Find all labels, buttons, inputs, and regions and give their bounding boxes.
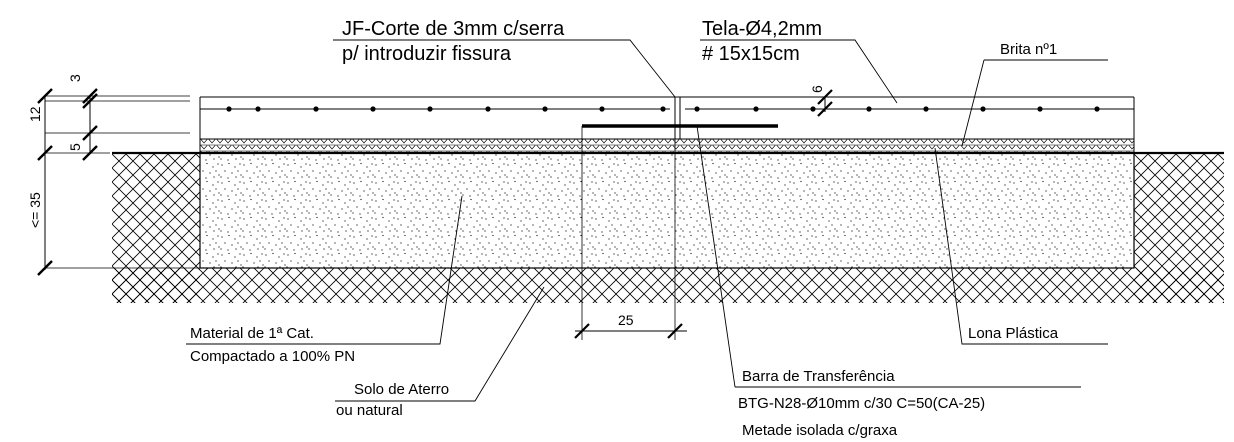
joint-label-line2: p/ introduzir fissura: [342, 43, 512, 65]
dim-mesh-offset: 6: [809, 85, 825, 93]
material-label-line1: Material de 1ª Cat.: [190, 325, 314, 342]
dim-bar-half: 25: [618, 312, 634, 328]
soil-label-line2: ou natural: [336, 402, 403, 419]
leader-lines: [186, 39, 1108, 402]
gravel-layer: [199, 138, 1135, 154]
bar-label-line1: Barra de Transferência: [742, 368, 895, 385]
gravel-label: Brita nº1: [1000, 41, 1057, 58]
bar-label-line3: Metade isolada c/graxa: [742, 422, 898, 439]
material-label-line2: Compactado a 100% PN: [190, 348, 355, 365]
concrete-slab: [199, 96, 1135, 140]
mesh-label-line2: # 15x15cm: [702, 43, 800, 65]
mesh-label-line1: Tela-Ø4,2mm: [702, 18, 822, 40]
steel-mesh: [200, 106, 1134, 112]
soil-label-line1: Solo de Aterro: [354, 381, 449, 398]
dim-gravel: 5: [67, 143, 83, 151]
mesh-offset-dimension: [817, 89, 833, 117]
left-dimension: [37, 88, 200, 276]
joint-label-line1: JF-Corte de 3mm c/serra: [342, 18, 565, 40]
compacted-base: [199, 152, 1135, 269]
soil-hatch: [112, 153, 1224, 303]
dim-slab: 12: [27, 106, 43, 122]
dim-top-cover: 3: [67, 74, 83, 82]
bar-label-line2: BTG-N28-Ø10mm c/30 C=50(CA-25): [738, 395, 985, 412]
bar-half-dimension: [574, 126, 687, 340]
dim-base: <= 35: [27, 192, 43, 228]
plastic-label: Lona Plástica: [968, 325, 1059, 342]
